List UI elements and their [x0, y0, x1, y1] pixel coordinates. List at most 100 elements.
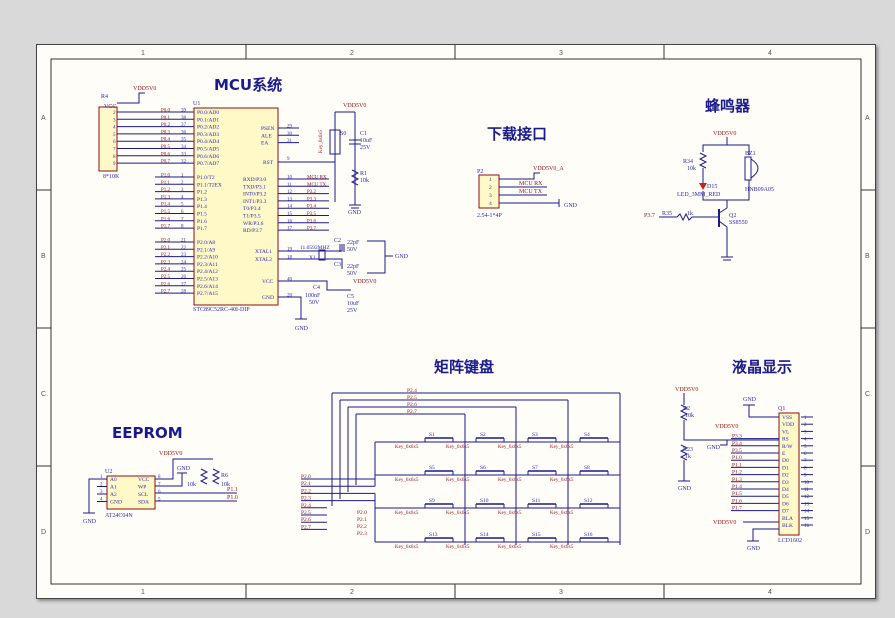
lcd-pin-number: 4 — [804, 438, 807, 443]
keypad-net-label: P2.6 — [301, 517, 311, 523]
lcd-pin-number: 2 — [804, 423, 807, 428]
mcu-net-label: P0.2 — [161, 123, 171, 128]
key-ref: S1 — [429, 432, 435, 438]
mcu-pin-number: 31 — [287, 139, 293, 144]
frame-col-label-top: 4 — [768, 50, 772, 57]
keypad-net-label: P2.2 — [301, 488, 311, 494]
mcu-pin-name: INT0/P3.2 — [243, 192, 267, 198]
key-part: Key_6x6x5 — [550, 511, 574, 516]
inner-frame — [50, 58, 862, 585]
mcu-pin-name: RST — [263, 160, 274, 166]
q2-collector — [718, 207, 728, 214]
r23-value: 1k — [685, 454, 691, 460]
c2-ref: C2 — [334, 238, 341, 244]
q2-part: SS8550 — [729, 220, 748, 226]
frame-row-label-right: D — [865, 529, 870, 536]
r35-value: 1k — [687, 211, 693, 217]
mcu-net-label: P2.7 — [161, 290, 171, 295]
mcu-net-label: P3.3 — [307, 197, 317, 202]
mcu-pin-name: P2.1/A9 — [197, 247, 215, 253]
key-ref: S7 — [532, 465, 538, 471]
mcu-pin-name: RD/P3.7 — [243, 228, 262, 234]
mcu-net-label: P3.5 — [307, 212, 317, 217]
r4-vdd-wire — [117, 92, 145, 104]
mcu-pin-number: 19 — [287, 248, 293, 253]
key-ref: S11 — [532, 498, 541, 504]
p2-tx-label: MCU TX — [519, 189, 543, 195]
d15-ref: D15 — [707, 184, 717, 190]
mcu-pin-number: 14 — [287, 205, 293, 210]
mcu-pin-name: TXD/P3.1 — [243, 184, 266, 190]
u2-vcc-wire — [155, 458, 213, 480]
frame-row-label-left: C — [41, 391, 46, 398]
frame-row-label-right: C — [865, 391, 870, 398]
keypad-block: P2.0P2.1P2.2P2.3P2.4P2.5P2.6P2.7P2.4P2.5… — [301, 388, 621, 550]
mcu-pin-number: 38 — [181, 116, 187, 121]
r23-ref: R23 — [683, 447, 693, 453]
lcd-net-label: P1.0 — [732, 455, 742, 461]
mcu-pin-number: 6 — [181, 210, 184, 215]
mcu-net-label: P1.2 — [161, 188, 171, 193]
mcu-net-label: P2.6 — [161, 282, 171, 287]
r4-vdd-label: VDD5V0 — [133, 86, 156, 92]
mcu-net-label: P1.3 — [161, 195, 171, 200]
mcu-pin-number: 25 — [181, 268, 187, 273]
buzzer-vdd-label: VDD5V0 — [713, 131, 736, 137]
c3-voltage: 50V — [347, 271, 358, 277]
lcd-net-label: P3.4 — [732, 441, 742, 447]
mcu-pin-name: XTAL1 — [255, 249, 272, 255]
q2-ref: Q2 — [729, 213, 736, 219]
mcu-pin-name: T0/P3.4 — [243, 206, 261, 212]
u2-pin-number: 4 — [100, 498, 103, 503]
mcu-pin-number: 7 — [181, 217, 184, 222]
c4-value: 100nF — [305, 293, 321, 299]
mcu-pin-name: P1.5 — [197, 212, 207, 218]
p2-gnd-label: GND — [564, 203, 578, 209]
mcu-pin-number: 29 — [287, 125, 293, 130]
mcu-pin-number: 30 — [287, 132, 293, 137]
crystal-gnd-wire — [367, 240, 386, 274]
r34-ref: R34 — [683, 159, 693, 165]
mcu-pins: P0.0/AD039P0.0P0.1/AD138P0.1P0.2/AD237P0… — [113, 109, 329, 301]
r2-vl-wire — [683, 420, 727, 441]
r6-value: 10k — [221, 482, 230, 488]
d15-part: LED_3MM_RED — [677, 192, 721, 198]
lcd-top-vdd-label: VDD5V0 — [675, 387, 698, 393]
mcu-pin-number: 37 — [181, 123, 187, 128]
p2-pin-number: 2 — [489, 185, 492, 191]
frame-col-label-bottom: 2 — [350, 589, 354, 596]
x1-crystal — [318, 249, 326, 261]
lcd-pin-name: VDD — [782, 422, 794, 428]
lcd-blk-gnd-label: GND — [747, 546, 761, 552]
s0-part: Key_6x6x5 — [319, 129, 324, 153]
key-part: Key_6x6x5 — [498, 511, 522, 516]
mcu-pin-name: ALE — [261, 133, 272, 139]
mcu-pin-name: P1.6 — [197, 219, 207, 225]
lcd-pin-number: 7 — [804, 459, 807, 464]
rst-vdd-label: VDD5V0 — [343, 103, 366, 109]
buzzer-net-label: P3.7 — [644, 213, 655, 219]
keypad-net-label: P2.7 — [301, 524, 311, 530]
mcu-net-label: P3.7 — [307, 227, 317, 232]
mcu-net-label: P1.6 — [161, 217, 171, 222]
mcu-pin-name: P1.2 — [197, 190, 207, 196]
mcu-pin-name: PSEN — [261, 126, 274, 132]
mcu-net-label: P0.3 — [161, 130, 171, 135]
frame-col-label-bottom: 1 — [141, 589, 145, 596]
r5-value: 10k — [187, 482, 196, 488]
keypad-net-label: P2.4 — [301, 503, 311, 509]
mcu-net-label: P2.4 — [161, 268, 171, 273]
r4-pin-number: 5 — [113, 133, 116, 138]
mcu-pin-number: 12 — [287, 190, 293, 195]
key-ref: S9 — [429, 498, 435, 504]
u2-pin-name: VCC — [138, 477, 150, 483]
mcu-pin-name: P0.0/AD0 — [197, 110, 219, 116]
mcu-gnd-label: GND — [295, 326, 309, 332]
mcu-pin-number: 40 — [287, 278, 293, 283]
lcd-pin-name: BLK — [782, 523, 793, 529]
u2-pin-number: 8 — [158, 475, 161, 480]
mcu-pin-name: P1.4 — [197, 204, 207, 210]
s0-ref: S0 — [340, 131, 346, 137]
